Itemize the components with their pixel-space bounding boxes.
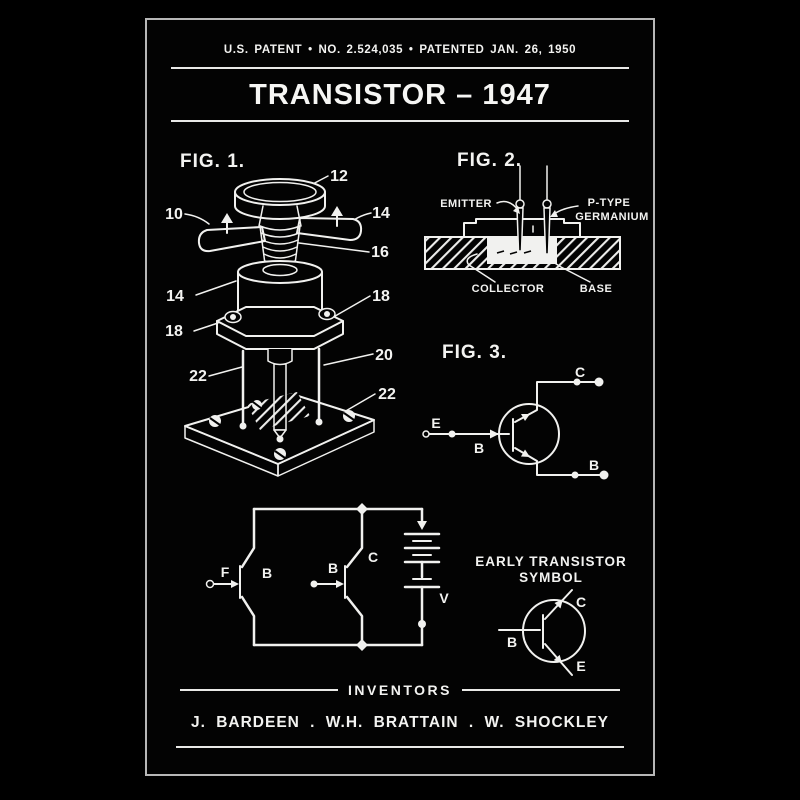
fig1-hex-flange [216, 306, 344, 366]
fig2-contact-pins [515, 165, 552, 255]
inventors-heading-row: INVENTORS [147, 682, 653, 698]
early-symbol-title-line1: EARLY TRANSISTOR [475, 554, 627, 569]
fig3-collector-label: C [575, 364, 585, 380]
patent-header: U.S. PATENT • NO. 2.524,035 • PATENTED J… [223, 44, 577, 56]
fig1-callout-22-right: 22 [378, 386, 396, 403]
fig3-base-left-label: B [474, 440, 484, 456]
fig2-base-label: BASE [580, 283, 613, 295]
inventors-left-rule [180, 689, 339, 691]
fig1-threaded-stem [258, 205, 302, 266]
fig1-callout-18-left: 18 [165, 323, 183, 340]
fig1-callout-22-left: 22 [189, 368, 207, 385]
fig1-spring-arms [197, 206, 363, 253]
poster-title: TRANSISTOR – 1947 [249, 79, 551, 111]
fig1-screws [209, 400, 355, 460]
fig2-label: FIG. 2. [457, 150, 522, 171]
fig2-collector-label: COLLECTOR [472, 283, 545, 295]
fig1-callout-14-right: 14 [372, 205, 390, 222]
circuit-battery-label: V [439, 590, 449, 606]
fig2-emitter-label: EMITTER [440, 198, 492, 210]
fig1-callout-14-left: 14 [166, 288, 184, 305]
fig3-base-right-label: B [589, 457, 599, 473]
fig1-lead-pins [239, 347, 323, 443]
fig1-leader-lines [184, 175, 376, 413]
fig3-label: FIG. 3. [442, 342, 507, 363]
bottom-divider [176, 746, 624, 748]
title-divider [171, 120, 629, 122]
fig1-callout-20: 20 [375, 347, 393, 364]
fig2-cross-section: FIG. 2. EMITTER [424, 150, 649, 295]
circuit-collector-label: C [368, 549, 378, 565]
fig1-callout-12: 12 [330, 168, 348, 185]
circuit-diagram: F B B C V [205, 503, 449, 651]
fig1-callout-16: 16 [371, 244, 389, 261]
patent-figures: FIG. 1. 12 10 14 16 [165, 150, 649, 676]
early-symbol-emitter-label: E [576, 658, 585, 674]
fig1-callout-18-right: 18 [372, 288, 390, 305]
circuit-base2-label: B [328, 560, 338, 576]
fig3-emitter-label: E [431, 415, 440, 431]
circuit-input-label: F [221, 564, 230, 580]
header-divider [171, 67, 629, 69]
patent-poster: U.S. PATENT • NO. 2.524,035 • PATENTED J… [145, 18, 655, 776]
circuit-base1-label: B [262, 565, 272, 581]
fig1-base-plate [184, 392, 375, 477]
inventors-right-rule [461, 689, 620, 691]
fig1-callout-10: 10 [165, 206, 183, 223]
early-transistor-symbol: EARLY TRANSISTOR SYMBOL B C E [475, 554, 627, 676]
early-symbol-title-line2: SYMBOL [519, 570, 583, 585]
fig2-ptype-label: P-TYPE [588, 197, 631, 209]
inventors-heading: INVENTORS [348, 682, 452, 698]
early-symbol-collector-label: C [576, 594, 586, 610]
fig2-germanium-label: GERMANIUM [575, 211, 649, 223]
fig1-top-disc [234, 178, 326, 220]
inventors-names: J. BARDEEN . W.H. BRATTAIN . W. SHOCKLEY [190, 714, 610, 731]
fig1-exploded-view: FIG. 1. 12 10 14 16 [165, 151, 396, 477]
fig1-label: FIG. 1. [180, 151, 245, 172]
early-symbol-base-label: B [507, 634, 517, 650]
battery-symbol [403, 507, 441, 647]
fig3-transistor-symbol: FIG. 3. E B C B [422, 342, 609, 480]
